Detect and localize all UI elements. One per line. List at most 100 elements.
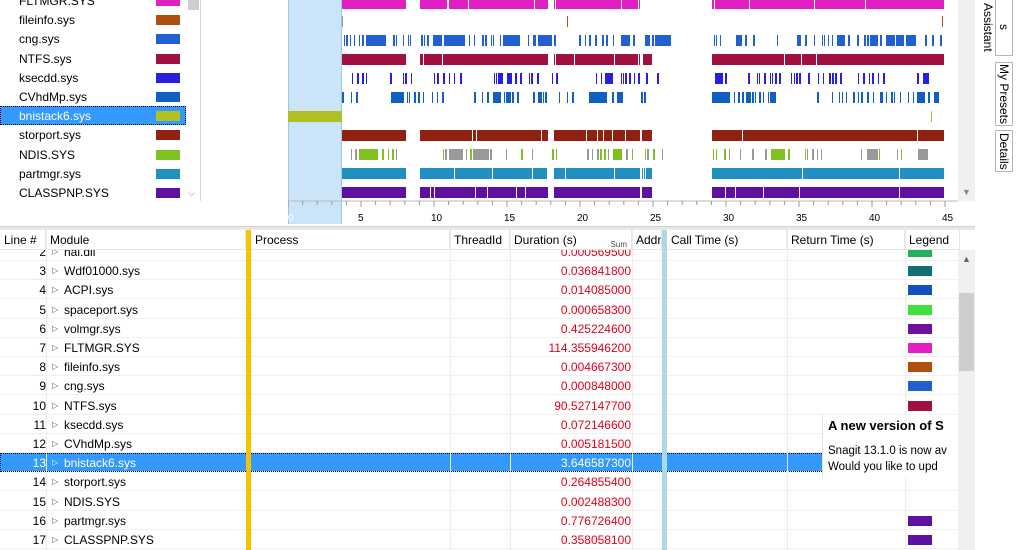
expand-icon[interactable]: ▷ [52, 400, 59, 410]
duration-value: 0.000569500 [560, 250, 631, 259]
timeline-bar [917, 73, 919, 84]
legend-item[interactable]: CLASSPNP.SYS [0, 183, 186, 201]
expand-icon[interactable]: ▷ [52, 515, 59, 525]
side-tab-strip: s Assistant My Presets Details [981, 0, 1020, 550]
legend-item[interactable]: FLTMGR.SYS [0, 0, 186, 10]
timeline-bar [390, 73, 392, 84]
timeline-bar [357, 73, 359, 84]
scroll-up-icon[interactable]: ▲ [962, 254, 971, 264]
tab-assistant[interactable]: s Assistant [981, 0, 1013, 56]
timeline-bar [516, 187, 517, 198]
column-header-call-time[interactable]: Call Time (s) [667, 230, 787, 250]
expand-icon[interactable]: ▷ [52, 323, 59, 333]
duration-value: 0.000848000 [560, 379, 631, 394]
table-vertical-scrollbar[interactable]: ▲ [958, 250, 975, 550]
legend-item[interactable]: CVhdMp.sys [0, 87, 186, 106]
expand-icon[interactable]: ▷ [52, 439, 59, 448]
column-header-module[interactable]: Module [46, 230, 246, 250]
timeline-bar [645, 149, 646, 160]
expand-icon[interactable]: ▷ [52, 381, 59, 391]
timeline-bar [814, 0, 815, 9]
update-notification[interactable]: A new version of S Snagit 13.1.0 is now … [822, 415, 958, 477]
legend-item[interactable]: ksecdd.sys [0, 68, 186, 87]
timeline-bar [574, 54, 575, 65]
expand-icon[interactable]: ▷ [52, 266, 59, 276]
expand-icon[interactable]: ▷ [52, 304, 59, 314]
timeline-bar [344, 35, 345, 46]
legend-color-swatch [908, 535, 932, 545]
timeline-bar [589, 92, 607, 103]
expand-icon[interactable]: ▷ [52, 343, 59, 352]
graph-vertical-scrollbar[interactable]: ▼ [958, 0, 975, 201]
timeline-bar [498, 73, 503, 84]
scrollbar-thumb[interactable] [959, 293, 974, 371]
column-header-threadid[interactable]: ThreadId [450, 230, 510, 250]
scroll-down-icon[interactable]: ⌵ [188, 188, 195, 198]
timeline-bar [835, 73, 837, 84]
timeline-bar [469, 35, 470, 46]
column-header-return-time[interactable]: Return Time (s) [787, 230, 905, 250]
tab-details[interactable]: Details [995, 130, 1013, 172]
timeline-bar [736, 35, 742, 46]
expand-icon[interactable]: ▷ [52, 477, 59, 487]
legend-item[interactable]: partmgr.sys [0, 164, 186, 183]
timeline-bar [738, 92, 740, 103]
legend-item[interactable]: fileinfo.sys [0, 10, 186, 29]
column-header-address[interactable]: Addre [632, 230, 662, 250]
column-header-process[interactable]: Process [251, 230, 450, 250]
tab-my-presets[interactable]: My Presets [995, 62, 1013, 126]
timeline-bar [388, 149, 389, 160]
timeline-bar [545, 92, 547, 103]
legend-item[interactable]: NTFS.sys [0, 49, 186, 68]
timeline-bar [612, 92, 614, 103]
timeline-bar [606, 35, 608, 46]
timeline-bar [521, 149, 523, 160]
legend-item[interactable]: bnistack6.sys [0, 106, 186, 126]
timeline-bar [886, 35, 895, 46]
scroll-down-icon[interactable]: ▼ [962, 187, 971, 197]
graphing-bar[interactable] [662, 230, 667, 550]
legend-scrollbar[interactable]: ⌵ [186, 0, 200, 201]
column-header-legend[interactable]: Legend [905, 230, 960, 250]
legend-item[interactable]: cng.sys [0, 29, 186, 48]
expand-icon[interactable]: ▷ [52, 362, 59, 372]
grouping-bar[interactable] [246, 230, 251, 550]
timeline-bar [829, 73, 831, 84]
legend-item[interactable]: storport.sys [0, 125, 186, 144]
scrollbar-thumb[interactable] [188, 0, 199, 10]
expand-icon[interactable]: ▷ [52, 496, 59, 506]
expand-icon[interactable]: ▷ [52, 458, 59, 468]
timeline-bar [899, 168, 900, 179]
legend-item[interactable]: NDIS.SYS [0, 145, 186, 164]
expand-icon[interactable]: ▷ [52, 535, 59, 544]
timeline-bar [352, 73, 353, 84]
expand-icon[interactable]: ▷ [52, 285, 59, 295]
expand-icon[interactable]: ▷ [52, 250, 59, 256]
timeline-bar [538, 92, 542, 103]
timeline-bar [460, 73, 462, 84]
panel-splitter[interactable] [0, 226, 975, 230]
column-header-duration[interactable]: Duration (s) Sum [510, 230, 632, 250]
column-header-line[interactable]: Line # [0, 230, 46, 250]
expand-icon[interactable]: ▷ [52, 419, 59, 429]
module-name: NDIS.SYS [64, 494, 121, 509]
